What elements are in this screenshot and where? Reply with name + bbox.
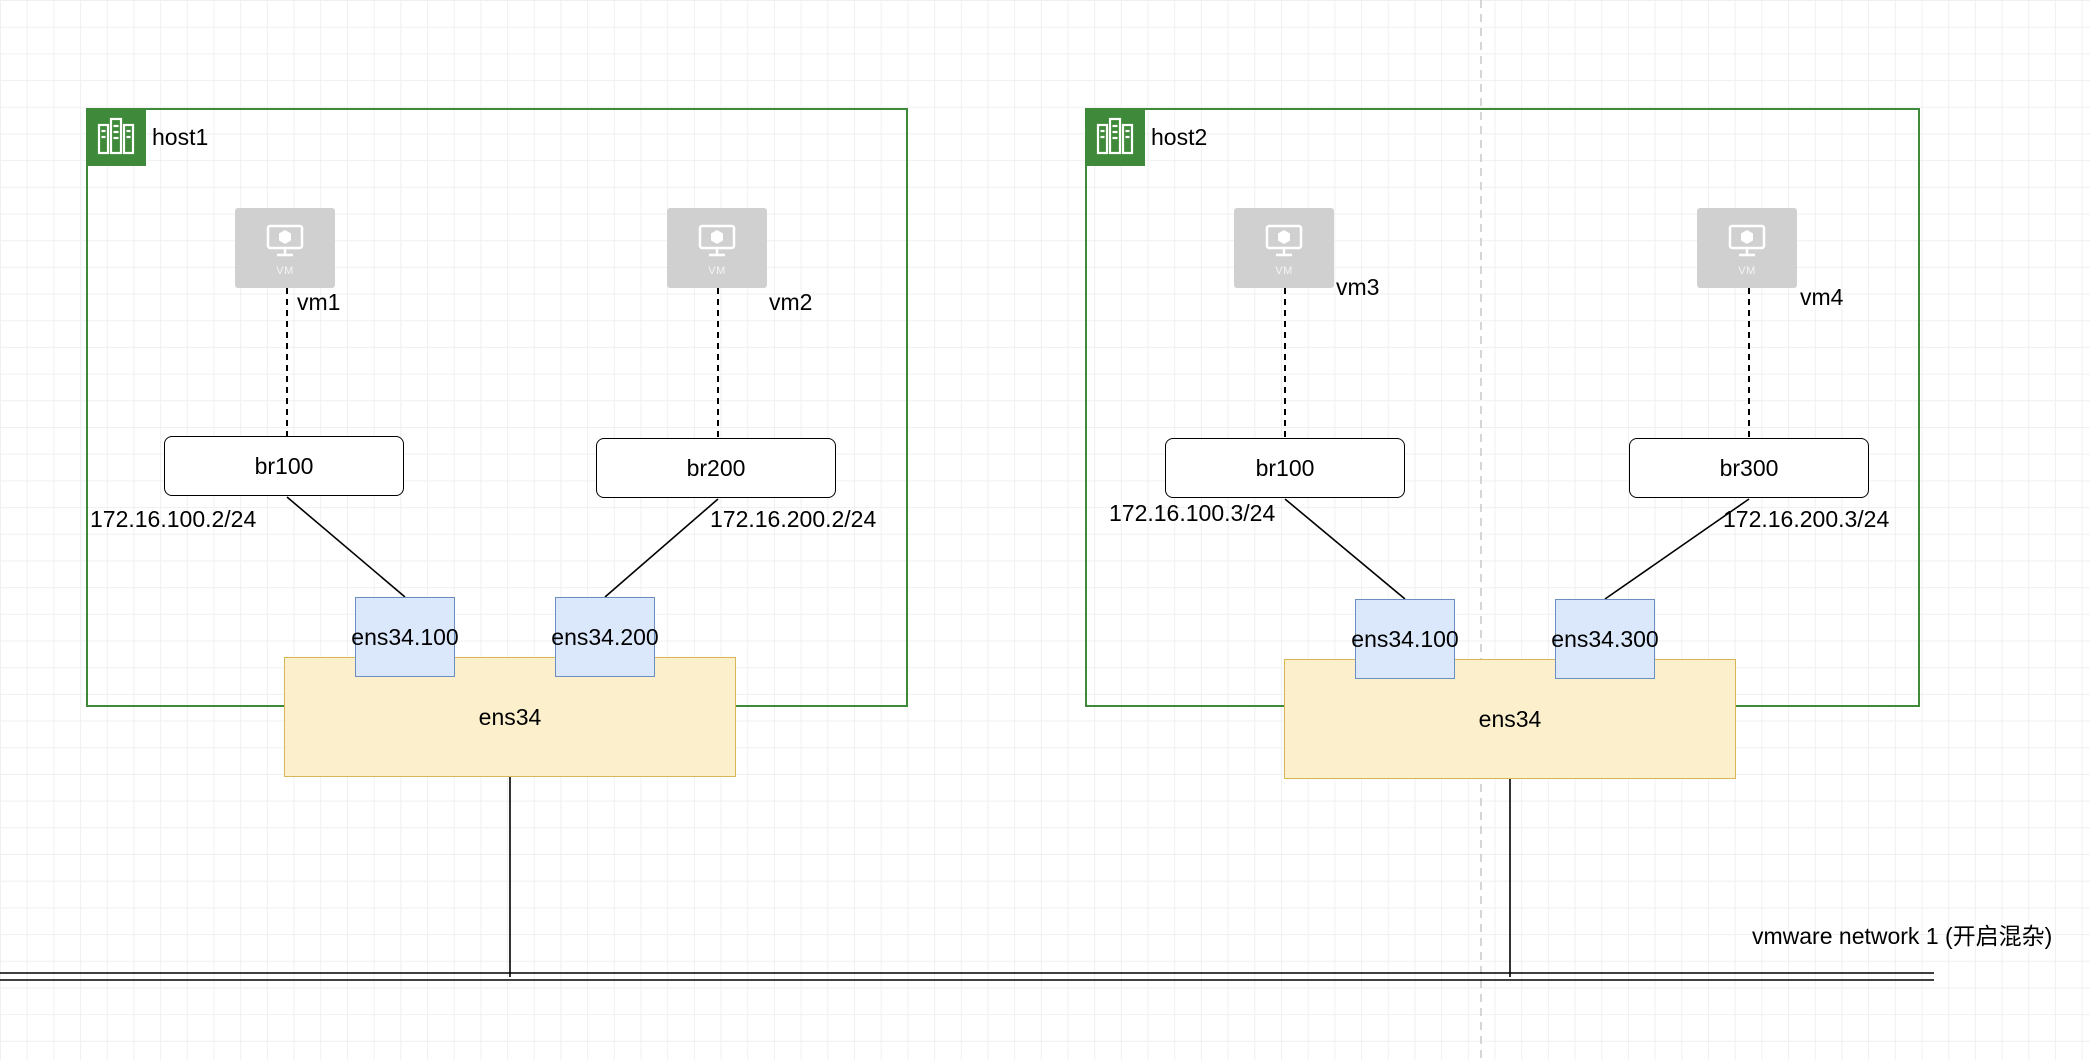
vm-caption: VM: [1275, 265, 1293, 277]
bridge-br100-host2[interactable]: br100: [1165, 438, 1405, 498]
bridge-ip-label: 172.16.100.2/24: [90, 506, 257, 532]
vlan-interface-ens34-200-host1[interactable]: ens34.200: [551, 597, 659, 677]
vlan-label: ens34.200: [551, 623, 659, 650]
host-container-host2: host2: [1085, 108, 1920, 707]
bridge-link-br100-host2: [1284, 498, 1406, 600]
bridge-label: br300: [1719, 454, 1779, 481]
host-label: host2: [1151, 124, 1208, 150]
vm-caption: VM: [1738, 265, 1756, 277]
bridge-br200-host1[interactable]: br200: [596, 438, 836, 498]
vlan-label: ens34.300: [1551, 625, 1659, 652]
vlan-label: ens34.100: [351, 623, 459, 650]
nic-label: ens34: [1478, 705, 1542, 732]
monitor-cube-icon: [265, 208, 305, 263]
bridge-link-br200-host1: [604, 498, 719, 598]
vm-name-label: vm3: [1336, 274, 1380, 300]
bridge-br100-host1[interactable]: br100: [164, 436, 404, 496]
vm-node-vm3[interactable]: VM: [1234, 208, 1334, 288]
monitor-cube-icon: [697, 208, 737, 263]
monitor-cube-icon: [1727, 208, 1767, 263]
bridge-ip-label: 172.16.200.3/24: [1723, 506, 1890, 532]
network-label: vmware network 1 (开启混杂): [1752, 923, 2053, 949]
vm-node-vm1[interactable]: VM: [235, 208, 335, 288]
vm-node-vm2[interactable]: VM: [667, 208, 767, 288]
bridge-label: br100: [254, 452, 314, 479]
vm-name-label: vm2: [769, 289, 813, 315]
bridge-ip-label: 172.16.100.3/24: [1109, 500, 1276, 526]
nic-ens34-host2[interactable]: ens34: [1284, 659, 1736, 779]
vlan-interface-ens34-300-host2[interactable]: ens34.300: [1551, 599, 1659, 679]
server-rack-icon: [1085, 108, 1145, 166]
vm-caption: VM: [276, 265, 294, 277]
vlan-label: ens34.100: [1351, 625, 1459, 652]
vlan-interface-ens34-100-host1[interactable]: ens34.100: [351, 597, 459, 677]
bridge-link-br100-host1: [286, 496, 406, 598]
bridge-link-br300-host2: [1604, 498, 1750, 600]
vm-caption: VM: [708, 265, 726, 277]
bridge-label: br100: [1255, 454, 1315, 481]
host-label: host1: [152, 124, 209, 150]
nic-ens34-host1[interactable]: ens34: [284, 657, 736, 777]
vm-name-label: vm1: [297, 289, 341, 315]
host-container-host1: host1: [86, 108, 908, 707]
nic-label: ens34: [478, 703, 542, 730]
bridge-br300-host2[interactable]: br300: [1629, 438, 1869, 498]
vm-name-label: vm4: [1800, 284, 1844, 310]
bridge-label: br200: [686, 454, 746, 481]
vm-node-vm4[interactable]: VM: [1697, 208, 1797, 288]
server-rack-icon: [86, 108, 146, 166]
monitor-cube-icon: [1264, 208, 1304, 263]
vlan-interface-ens34-100-host2[interactable]: ens34.100: [1351, 599, 1459, 679]
bridge-ip-label: 172.16.200.2/24: [710, 506, 877, 532]
